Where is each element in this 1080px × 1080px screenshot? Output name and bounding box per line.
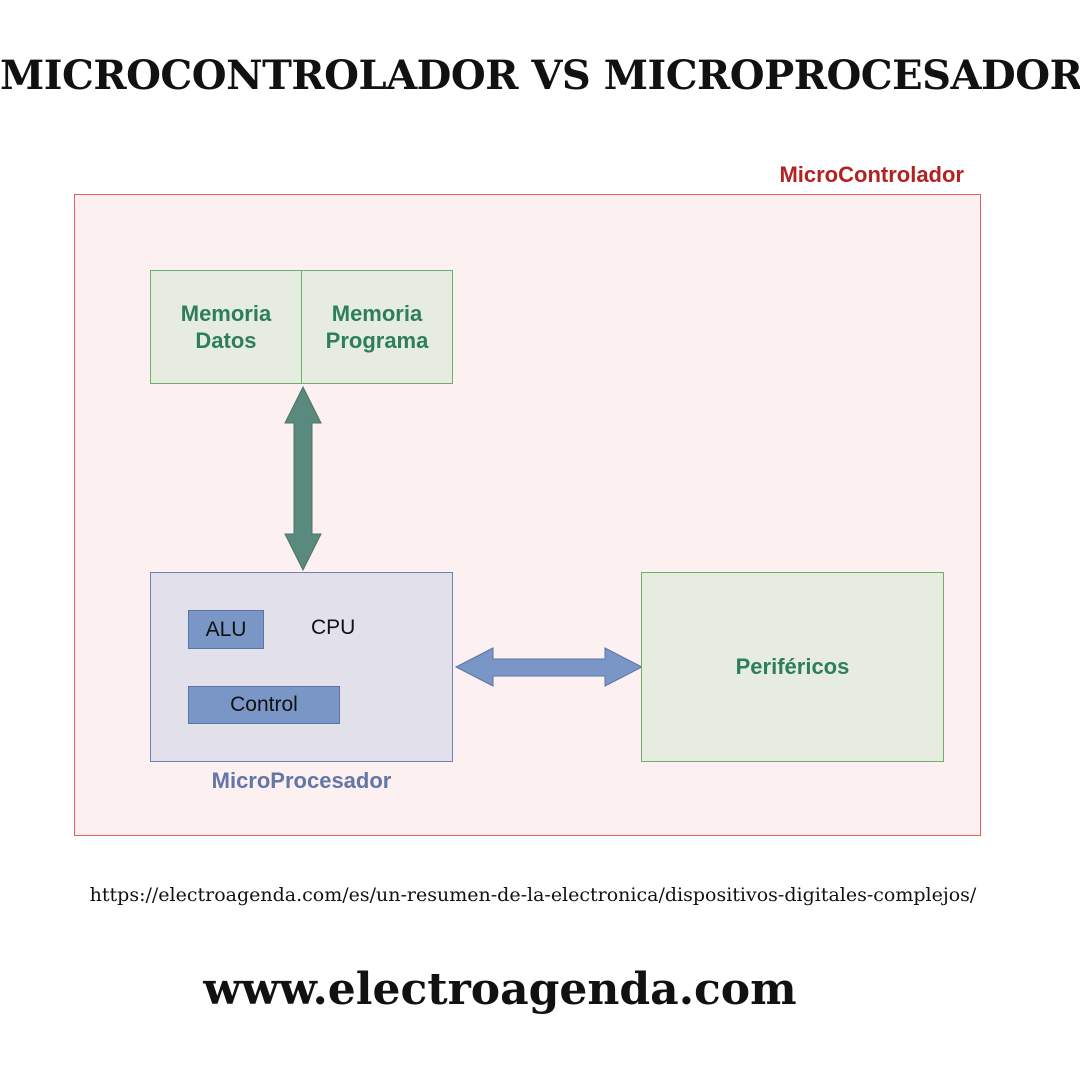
source-url: https://electroagenda.com/es/un-resumen-…: [89, 884, 977, 906]
microprocesador-box: [150, 572, 453, 762]
microprocesador-label: MicroProcesador: [211, 768, 392, 793]
memoria-datos-line2: Datos: [195, 328, 257, 353]
cpu-label: CPU: [311, 616, 356, 639]
microcontrolador-label: MicroControlador: [779, 162, 964, 187]
site-name: www.electroagenda.com: [203, 964, 797, 1015]
memoria-programa-box: Memoria Programa: [301, 270, 453, 384]
control-box: Control: [188, 686, 340, 724]
cpu-perifericos-arrow: [454, 647, 644, 687]
memoria-datos-line1: Memoria: [180, 301, 272, 326]
perifericos-box: Periféricos: [641, 572, 944, 762]
memoria-programa-line2: Programa: [325, 328, 429, 353]
memory-cpu-arrow: [284, 385, 322, 572]
page-title: MICROCONTROLADOR VS MICROPROCESADOR: [0, 52, 1080, 99]
alu-box: ALU: [188, 610, 264, 649]
memoria-programa-line1: Memoria: [331, 301, 423, 326]
